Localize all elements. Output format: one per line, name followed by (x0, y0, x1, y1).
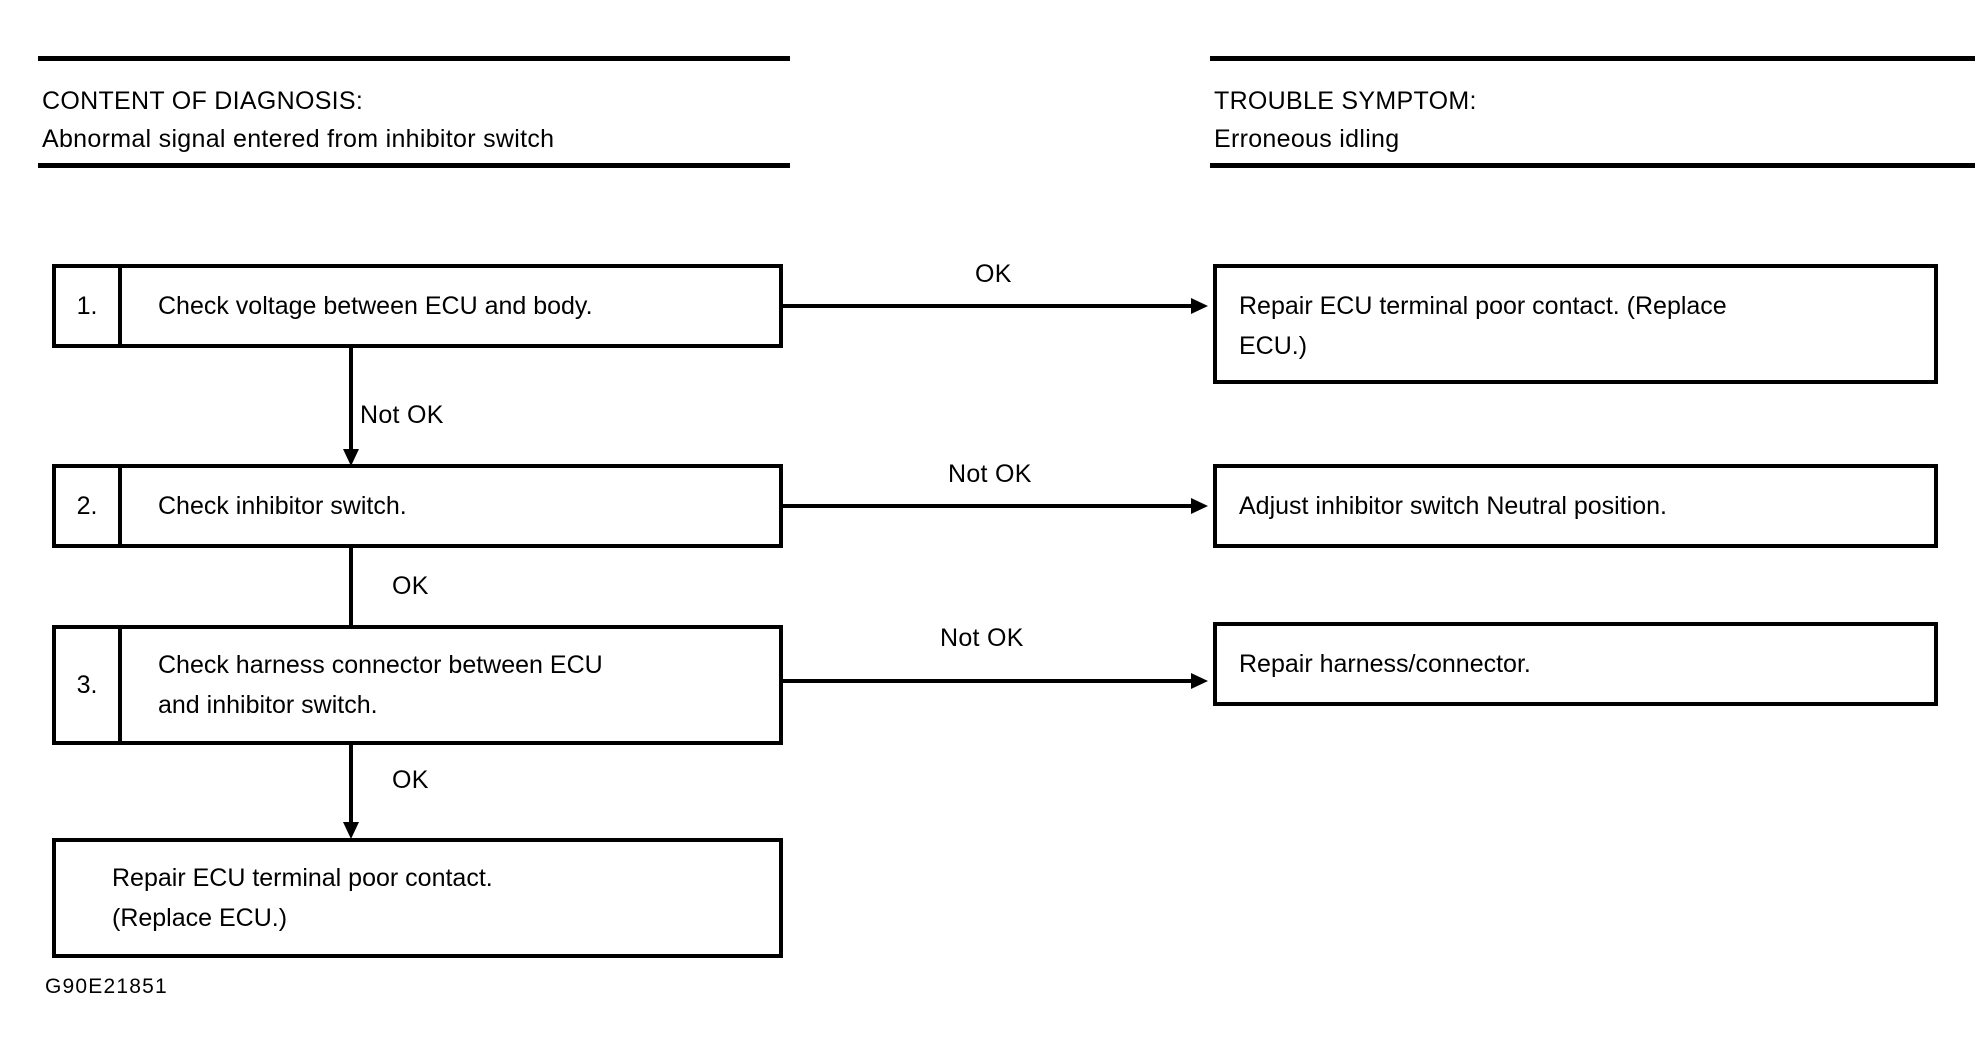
result-3-text: Repair harness/connector. (1239, 650, 1531, 678)
step-2-notok-arrowhead (1191, 498, 1208, 514)
result-1-line-1: Repair ECU terminal poor contact. (Repla… (1239, 292, 1727, 320)
result-3-box: Repair harness/connector. (1213, 622, 1938, 706)
header-rule-top-left (38, 56, 790, 61)
step-3-number: 3. (56, 629, 122, 741)
result-1-text: Repair ECU terminal poor contact. (Repla… (1217, 268, 1934, 380)
final-result-text: Repair ECU terminal poor contact. (Repla… (56, 842, 779, 954)
step-1-box: 1. Check voltage between ECU and body. (52, 264, 783, 348)
trouble-symptom-value: Erroneous idling (1214, 125, 1400, 153)
step-3-line-1: Check harness connector between ECU (158, 651, 603, 679)
step-1-ok-arrowhead (1191, 298, 1208, 314)
content-of-diagnosis-header: CONTENT OF DIAGNOSIS: Abnormal signal en… (38, 56, 790, 168)
figure-code: G90E21851 (45, 975, 168, 998)
final-result-box: Repair ECU terminal poor contact. (Repla… (52, 838, 783, 958)
trouble-symptom-header: TROUBLE SYMPTOM: Erroneous idling (1210, 56, 1975, 168)
step-1-text: Check voltage between ECU and body. (158, 292, 593, 320)
step-1-notok-label: Not OK (360, 401, 444, 429)
step-2-number: 2. (56, 468, 122, 544)
step-1-number: 1. (56, 268, 122, 344)
step-2-notok-label: Not OK (948, 460, 1032, 488)
step-2-notok-connector-line (783, 504, 1191, 508)
step-3-ok-connector-line (349, 745, 353, 825)
step-2-ok-label: OK (392, 572, 429, 600)
result-2-box: Adjust inhibitor switch Neutral position… (1213, 464, 1938, 548)
result-1-line-2: ECU.) (1239, 332, 1308, 360)
step-1-ok-label: OK (975, 260, 1012, 288)
step-3-ok-label: OK (392, 766, 429, 794)
trouble-symptom-heading: TROUBLE SYMPTOM: (1214, 87, 1477, 115)
step-1-ok-connector-line (783, 304, 1191, 308)
content-of-diagnosis-text: CONTENT OF DIAGNOSIS: Abnormal signal en… (42, 82, 554, 158)
step-3-line-2: and inhibitor switch. (158, 691, 378, 719)
step-2-text: Check inhibitor switch. (158, 492, 407, 520)
header-rule-top-right (1210, 56, 1975, 61)
step-2-box: 2. Check inhibitor switch. (52, 464, 783, 548)
step-3-notok-arrowhead (1191, 673, 1208, 689)
trouble-symptom-text: TROUBLE SYMPTOM: Erroneous idling (1214, 82, 1477, 158)
step-3-box: 3. Check harness connector between ECU a… (52, 625, 783, 745)
final-result-line-2: (Replace ECU.) (112, 904, 288, 932)
step-3-text: Check harness connector between ECU and … (126, 629, 779, 741)
step-1-notok-arrowhead (343, 449, 359, 466)
step-2-ok-connector-line (349, 548, 353, 636)
step-3-ok-arrowhead (343, 822, 359, 839)
content-of-diagnosis-heading: CONTENT OF DIAGNOSIS: (42, 87, 364, 115)
content-of-diagnosis-value: Abnormal signal entered from inhibitor s… (42, 125, 555, 153)
step-3-notok-label: Not OK (940, 624, 1024, 652)
header-rule-bottom-left (38, 163, 790, 168)
header-rule-bottom-right (1210, 163, 1975, 168)
result-1-box: Repair ECU terminal poor contact. (Repla… (1213, 264, 1938, 384)
step-3-notok-connector-line (783, 679, 1191, 683)
step-1-notok-connector-line (349, 348, 353, 452)
final-result-line-1: Repair ECU terminal poor contact. (112, 864, 493, 892)
result-2-text: Adjust inhibitor switch Neutral position… (1239, 492, 1667, 520)
